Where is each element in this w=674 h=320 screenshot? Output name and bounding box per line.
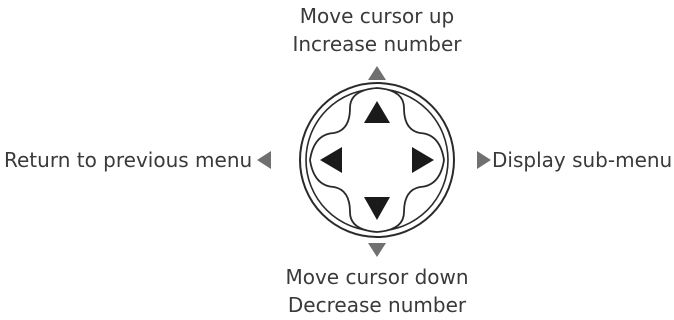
down-arrow-icon[interactable] [364,197,390,220]
external-right-arrow-icon [477,151,491,169]
move-cursor-up-text: Move cursor up [299,4,455,28]
external-down-arrow-icon [368,243,386,257]
right-action-label: Display sub-menu [492,146,672,174]
move-cursor-down-text: Move cursor down [285,265,469,289]
left-arrow-icon[interactable] [320,147,342,173]
decrease-number-text: Decrease number [287,293,467,317]
increase-number-text: Increase number [292,32,462,56]
directional-pad-cross[interactable] [309,87,445,233]
left-action-label: Return to previous menu [4,146,252,174]
external-left-arrow-icon [257,151,271,169]
down-action-label: Move cursor down Decrease number [237,263,517,319]
up-arrow-icon[interactable] [364,101,390,123]
up-action-label: Move cursor up Increase number [237,2,517,58]
display-submenu-text: Display sub-menu [492,148,673,172]
external-up-arrow-icon [368,66,386,80]
right-arrow-icon[interactable] [412,147,434,173]
directional-pad-outer-ring [299,82,455,238]
return-previous-menu-text: Return to previous menu [4,148,253,172]
